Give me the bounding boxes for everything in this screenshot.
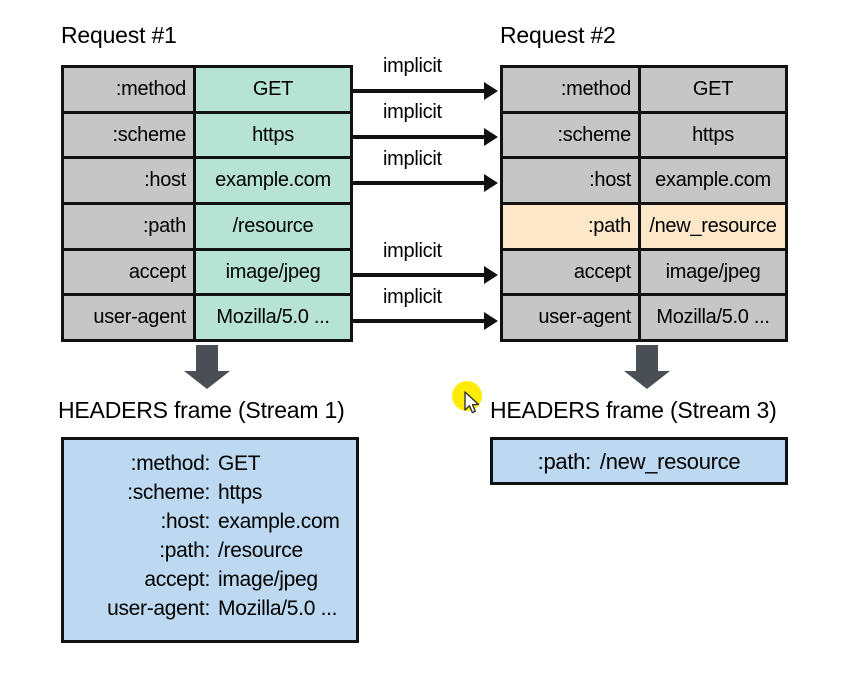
implicit-arrow-host-icon	[353, 174, 498, 192]
header-name-cell: user-agent	[64, 296, 196, 340]
header-name-cell: :method	[64, 68, 196, 111]
implicit-label: implicit	[383, 55, 442, 77]
table-row: :scheme https	[503, 113, 785, 160]
down-arrow-frame2-icon	[624, 345, 670, 389]
header-value-cell: https	[196, 113, 350, 157]
header-name-cell: user-agent	[503, 296, 641, 340]
implicit-arrow-useragent-icon	[353, 312, 498, 330]
header-value-cell: Mozilla/5.0 ...	[641, 296, 785, 340]
header-value-cell: /resource	[196, 205, 350, 248]
list-item: accept: image/jpeg	[64, 565, 356, 594]
table-row: :scheme https	[64, 113, 350, 160]
list-item: :path: /new_resource	[538, 447, 741, 476]
request2-table: :method GET :scheme https :host example.…	[500, 65, 788, 342]
list-item: :method: GET	[64, 449, 356, 478]
header-value-cell: GET	[641, 68, 785, 111]
request1-title: Request #1	[61, 22, 177, 48]
header-name-cell: :path	[64, 205, 196, 248]
header-name-cell: :scheme	[503, 113, 641, 157]
header-key: :method:	[130, 452, 211, 475]
implicit-label: implicit	[383, 286, 442, 308]
list-item: :host: example.com	[64, 507, 356, 536]
header-key: :path:	[159, 539, 210, 562]
header-name-cell: :method	[503, 68, 641, 111]
table-row-highlighted: :path /new_resource	[503, 205, 785, 251]
implicit-label: implicit	[383, 101, 442, 123]
header-value-cell: example.com	[641, 159, 785, 203]
down-arrow-frame1-icon	[184, 345, 230, 389]
header-key: :scheme:	[127, 481, 210, 504]
table-row: user-agent Mozilla/5.0 ...	[64, 296, 350, 340]
request2-title: Request #2	[500, 22, 616, 48]
header-value: GET	[218, 452, 261, 475]
header-value-cell: /new_resource	[641, 205, 785, 248]
implicit-label: implicit	[383, 148, 442, 170]
mouse-cursor-icon	[464, 391, 480, 414]
headers-frame2-title: HEADERS frame (Stream 3)	[490, 397, 777, 423]
table-row: accept image/jpeg	[64, 250, 350, 297]
header-key: :path:	[537, 448, 592, 474]
header-value-cell: example.com	[196, 159, 350, 203]
header-key: user-agent:	[107, 597, 210, 620]
header-value-cell: image/jpeg	[641, 250, 785, 294]
header-name-cell: :host	[64, 159, 196, 203]
table-row: user-agent Mozilla/5.0 ...	[503, 296, 785, 340]
request1-table: :method GET :scheme https :host example.…	[61, 65, 353, 342]
header-value: image/jpeg	[218, 568, 318, 591]
list-item: :scheme: https	[64, 478, 356, 507]
header-value: https	[218, 481, 263, 504]
header-key: :host:	[160, 510, 210, 533]
header-value-cell: Mozilla/5.0 ...	[196, 296, 350, 340]
list-item: user-agent: Mozilla/5.0 ...	[64, 594, 356, 623]
headers-frame1-title: HEADERS frame (Stream 1)	[58, 397, 345, 423]
header-value-cell: GET	[196, 68, 350, 111]
implicit-arrow-method-icon	[353, 82, 498, 100]
table-row: :method GET	[503, 68, 785, 114]
header-name-cell: :scheme	[64, 113, 196, 157]
header-value-cell: image/jpeg	[196, 250, 350, 294]
header-name-cell: :path	[503, 205, 641, 248]
list-item: :path: /resource	[64, 536, 356, 565]
table-row: :host example.com	[64, 159, 350, 206]
header-value-cell: https	[641, 113, 785, 157]
header-value: Mozilla/5.0 ...	[218, 597, 338, 620]
header-name-cell: accept	[64, 250, 196, 294]
implicit-arrow-accept-icon	[353, 266, 498, 284]
headers-frame2-box: :path: /new_resource	[490, 437, 788, 485]
headers-frame1-list: :method: GET :scheme: https :host: examp…	[64, 440, 356, 623]
headers-frame1-box: :method: GET :scheme: https :host: examp…	[61, 437, 359, 643]
header-value: /new_resource	[599, 448, 741, 474]
header-value: /resource	[218, 539, 303, 562]
headers-frame2-list: :path: /new_resource	[493, 440, 785, 482]
header-key: accept:	[144, 568, 210, 591]
implicit-label: implicit	[383, 240, 442, 262]
table-row: :host example.com	[503, 159, 785, 206]
implicit-arrow-scheme-icon	[353, 128, 498, 146]
header-name-cell: accept	[503, 250, 641, 294]
header-value: example.com	[218, 510, 340, 533]
table-row: :method GET	[64, 68, 350, 114]
header-name-cell: :host	[503, 159, 641, 203]
table-row: :path /resource	[64, 205, 350, 251]
table-row: accept image/jpeg	[503, 250, 785, 297]
